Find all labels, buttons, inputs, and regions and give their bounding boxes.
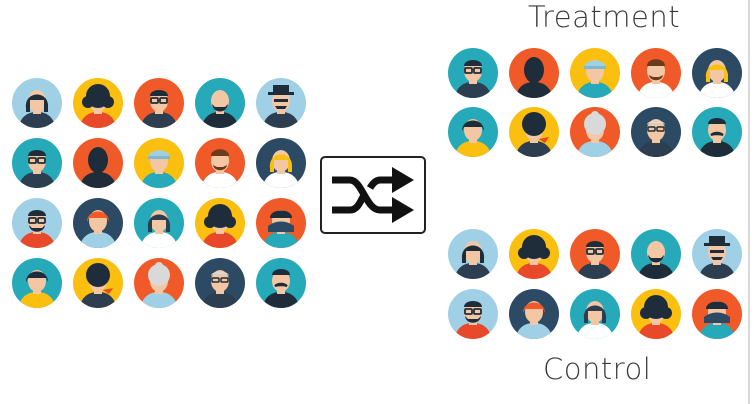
population-avatar-icon bbox=[256, 258, 306, 308]
control-avatar-icon bbox=[509, 229, 559, 279]
population-avatar-icon bbox=[195, 198, 245, 248]
population-avatar-icon bbox=[73, 138, 123, 188]
population-avatar-icon bbox=[134, 198, 184, 248]
treatment-avatar-icon bbox=[570, 48, 620, 98]
population-avatar-icon bbox=[256, 198, 306, 248]
control-avatar-icon bbox=[570, 289, 620, 339]
control-avatar-icon bbox=[570, 229, 620, 279]
treatment-avatar-icon bbox=[509, 48, 559, 98]
control-avatar-icon bbox=[631, 229, 681, 279]
control-label: Control bbox=[543, 352, 652, 386]
treatment-label: Treatment bbox=[528, 0, 681, 34]
treatment-avatar-icon bbox=[631, 107, 681, 157]
control-avatar-icon bbox=[448, 289, 498, 339]
control-avatar-icon bbox=[509, 289, 559, 339]
control-avatar-icon bbox=[631, 289, 681, 339]
population-avatar-icon bbox=[73, 78, 123, 128]
population-avatar-icon bbox=[134, 138, 184, 188]
treatment-avatar-icon bbox=[692, 107, 742, 157]
population-avatar-icon bbox=[73, 198, 123, 248]
treatment-avatar-icon bbox=[448, 107, 498, 157]
population-avatar-icon bbox=[195, 78, 245, 128]
population-avatar-icon bbox=[12, 198, 62, 248]
treatment-avatar-icon bbox=[448, 48, 498, 98]
treatment-avatar-icon bbox=[509, 107, 559, 157]
population-avatar-icon bbox=[256, 138, 306, 188]
treatment-avatar-icon bbox=[570, 107, 620, 157]
treatment-avatar-icon bbox=[631, 48, 681, 98]
population-avatar-icon bbox=[134, 78, 184, 128]
population-avatar-icon bbox=[12, 258, 62, 308]
shuffle-icon bbox=[332, 167, 414, 223]
treatment-avatar-icon bbox=[692, 48, 742, 98]
population-avatar-icon bbox=[12, 78, 62, 128]
shuffle-button[interactable] bbox=[320, 156, 426, 234]
control-avatar-icon bbox=[692, 289, 742, 339]
population-avatar-icon bbox=[195, 258, 245, 308]
population-avatar-icon bbox=[256, 78, 306, 128]
population-avatar-icon bbox=[195, 138, 245, 188]
control-avatar-icon bbox=[448, 229, 498, 279]
population-avatar-icon bbox=[134, 258, 184, 308]
population-avatar-icon bbox=[12, 138, 62, 188]
control-avatar-icon bbox=[692, 229, 742, 279]
frame-border bbox=[748, 0, 750, 404]
population-avatar-icon bbox=[73, 258, 123, 308]
